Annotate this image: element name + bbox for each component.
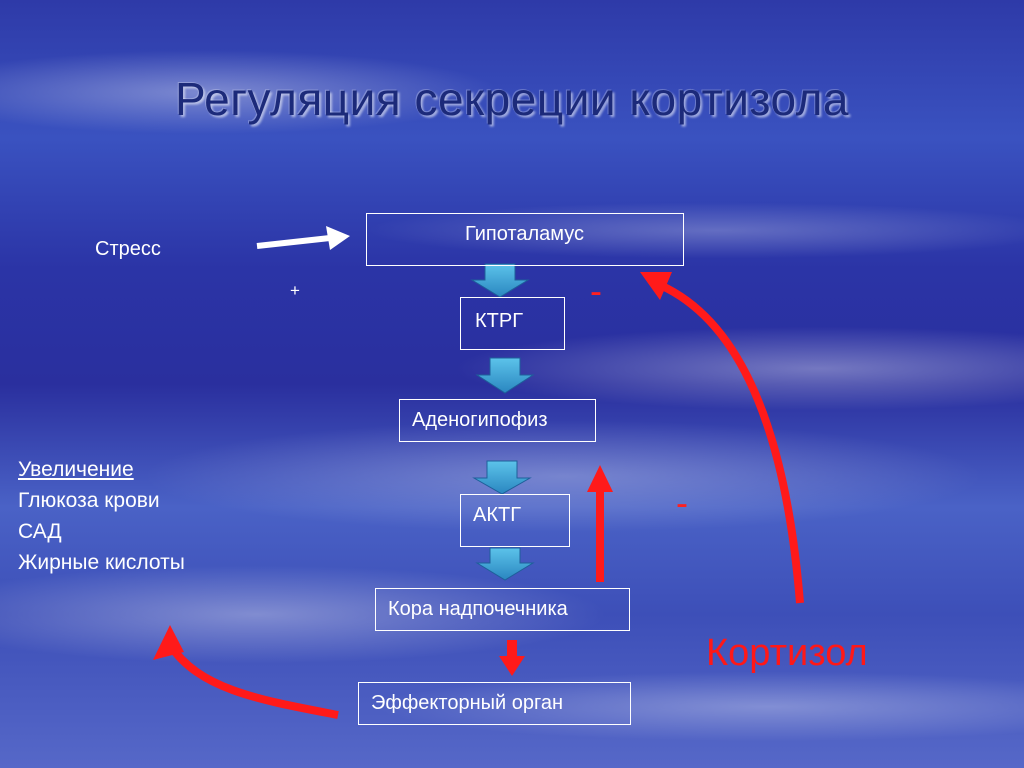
- feedback-sign-adenohypophysis: -: [676, 482, 688, 523]
- aktg-box: АКТГ: [460, 494, 570, 547]
- flow-arrow-hyp-to-ktrg: [470, 263, 530, 298]
- effect-item: Глюкоза крови: [18, 489, 160, 512]
- effector-organ-box: Эффекторный орган: [358, 682, 631, 725]
- slide-title: Регуляция секреции кортизола: [174, 73, 849, 125]
- feedback-arrow-adeno: [587, 465, 613, 582]
- adenohypophysis-box: Аденогипофиз: [399, 399, 596, 442]
- adrenal-cortex-box: Кора надпочечника: [375, 588, 630, 631]
- hypothalamus-label: Гипоталамус: [465, 223, 584, 245]
- ktrg-box: КТРГ: [460, 297, 565, 350]
- stress-label: Стресс: [95, 238, 161, 260]
- effect-item: Жирные кислоты: [18, 551, 185, 574]
- red-arrow-kora-to-effector: [499, 640, 525, 676]
- stress-arrow: [256, 226, 350, 250]
- hypothalamus-box: Гипоталамус: [366, 213, 684, 266]
- effector-organ-label: Эффекторный орган: [371, 692, 563, 714]
- adrenal-cortex-label: Кора надпочечника: [388, 598, 568, 620]
- effects-list: Увеличение Глюкоза крови САД Жирные кисл…: [18, 454, 185, 578]
- flow-arrow-aktg-to-kora: [475, 547, 535, 581]
- flow-arrow-adeno-to-aktg: [472, 460, 532, 495]
- effects-heading: Увеличение: [18, 458, 134, 481]
- flow-arrow-ktrg-to-adeno: [475, 357, 535, 394]
- ktrg-label: КТРГ: [475, 310, 524, 332]
- feedback-arrow-hypothalamus: [640, 272, 804, 604]
- plus-sign: +: [290, 281, 300, 300]
- adenohypophysis-label: Аденогипофиз: [412, 409, 548, 431]
- effect-item: САД: [18, 520, 62, 543]
- effect-arrow: [153, 625, 339, 719]
- feedback-sign-hypothalamus: -: [590, 270, 602, 311]
- aktg-label: АКТГ: [473, 504, 522, 526]
- cortisol-label: Кортизол: [706, 632, 868, 674]
